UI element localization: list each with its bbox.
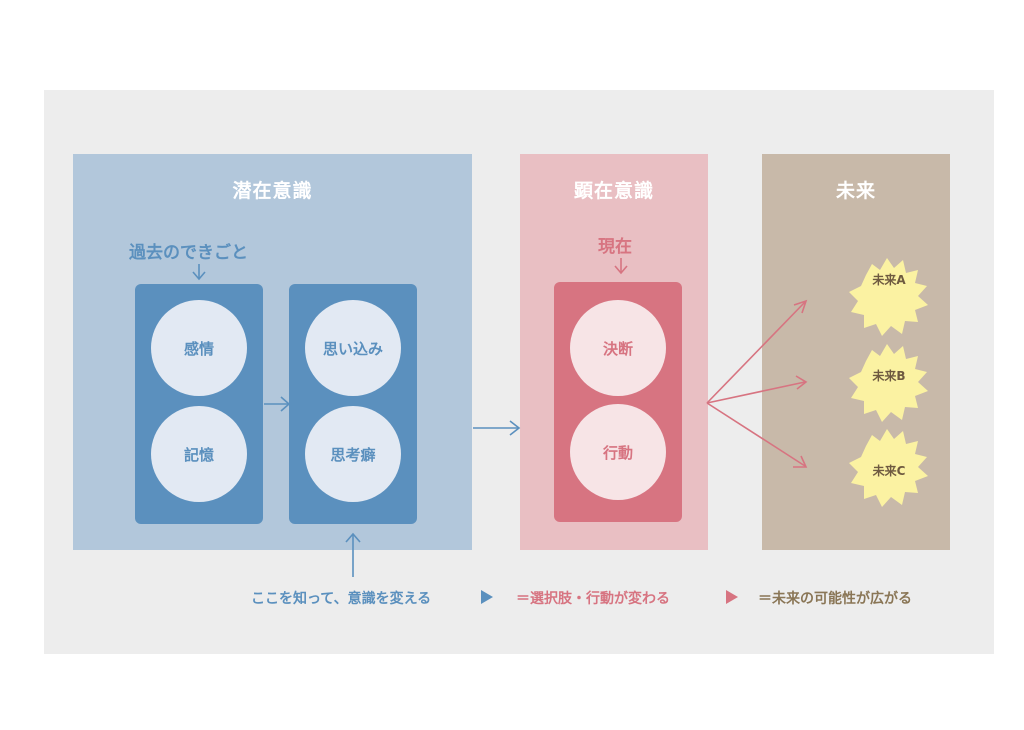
- decision-action-column: 決断 行動: [554, 282, 682, 522]
- future-b-gear: [849, 344, 928, 422]
- future-c-label: 未来C: [872, 464, 906, 478]
- subconscious-title: 潜在意識: [232, 180, 313, 202]
- belief-habit-column: 思い込み 思考癖: [289, 284, 417, 524]
- emotion-memory-column: 感情 記憶: [135, 284, 263, 524]
- conscious-title: 顕在意識: [573, 180, 654, 202]
- subconscious-panel: 潜在意識 過去のできごと 感情 記憶 思い込み 思考癖: [73, 154, 472, 550]
- note-step2: ＝選択肢・行動が変わる: [516, 591, 670, 607]
- note-triangle-2: [726, 590, 738, 604]
- conscious-panel: 顕在意識 現在 決断 行動: [520, 154, 708, 550]
- future-c-gear: [849, 429, 928, 507]
- action-circle: 行動: [570, 404, 666, 500]
- future-b-label: 未来B: [872, 369, 906, 383]
- branch-arrows: [706, 299, 808, 468]
- past-events-label: 過去のできごと: [129, 243, 248, 263]
- emotion-circle: 感情: [151, 300, 247, 396]
- diagram-canvas: 潜在意識 過去のできごと 感情 記憶 思い込み 思考癖 顕在意識 現在 決断 行…: [44, 90, 994, 654]
- thinking-habit-circle: 思考癖: [305, 406, 401, 502]
- down-arrow-present: [614, 258, 628, 275]
- note-triangle-1: [481, 590, 493, 604]
- present-label: 現在: [598, 237, 632, 257]
- arrow-sub-to-conscious: [473, 420, 521, 436]
- future-a-label: 未来A: [872, 273, 906, 287]
- future-a-gear: [849, 258, 928, 336]
- decision-circle: 決断: [570, 300, 666, 396]
- note-step1: ここを知って、意識を変える: [251, 591, 432, 607]
- memory-circle: 記憶: [151, 406, 247, 502]
- arrow-col1-to-col2: [264, 396, 291, 412]
- note-step3: ＝未来の可能性が広がる: [758, 591, 912, 607]
- belief-circle: 思い込み: [305, 300, 401, 396]
- down-arrow-past: [192, 264, 206, 281]
- up-arrow-note: [345, 532, 361, 577]
- diagram-graphics: [192, 258, 928, 604]
- future-title: 未来: [835, 180, 876, 202]
